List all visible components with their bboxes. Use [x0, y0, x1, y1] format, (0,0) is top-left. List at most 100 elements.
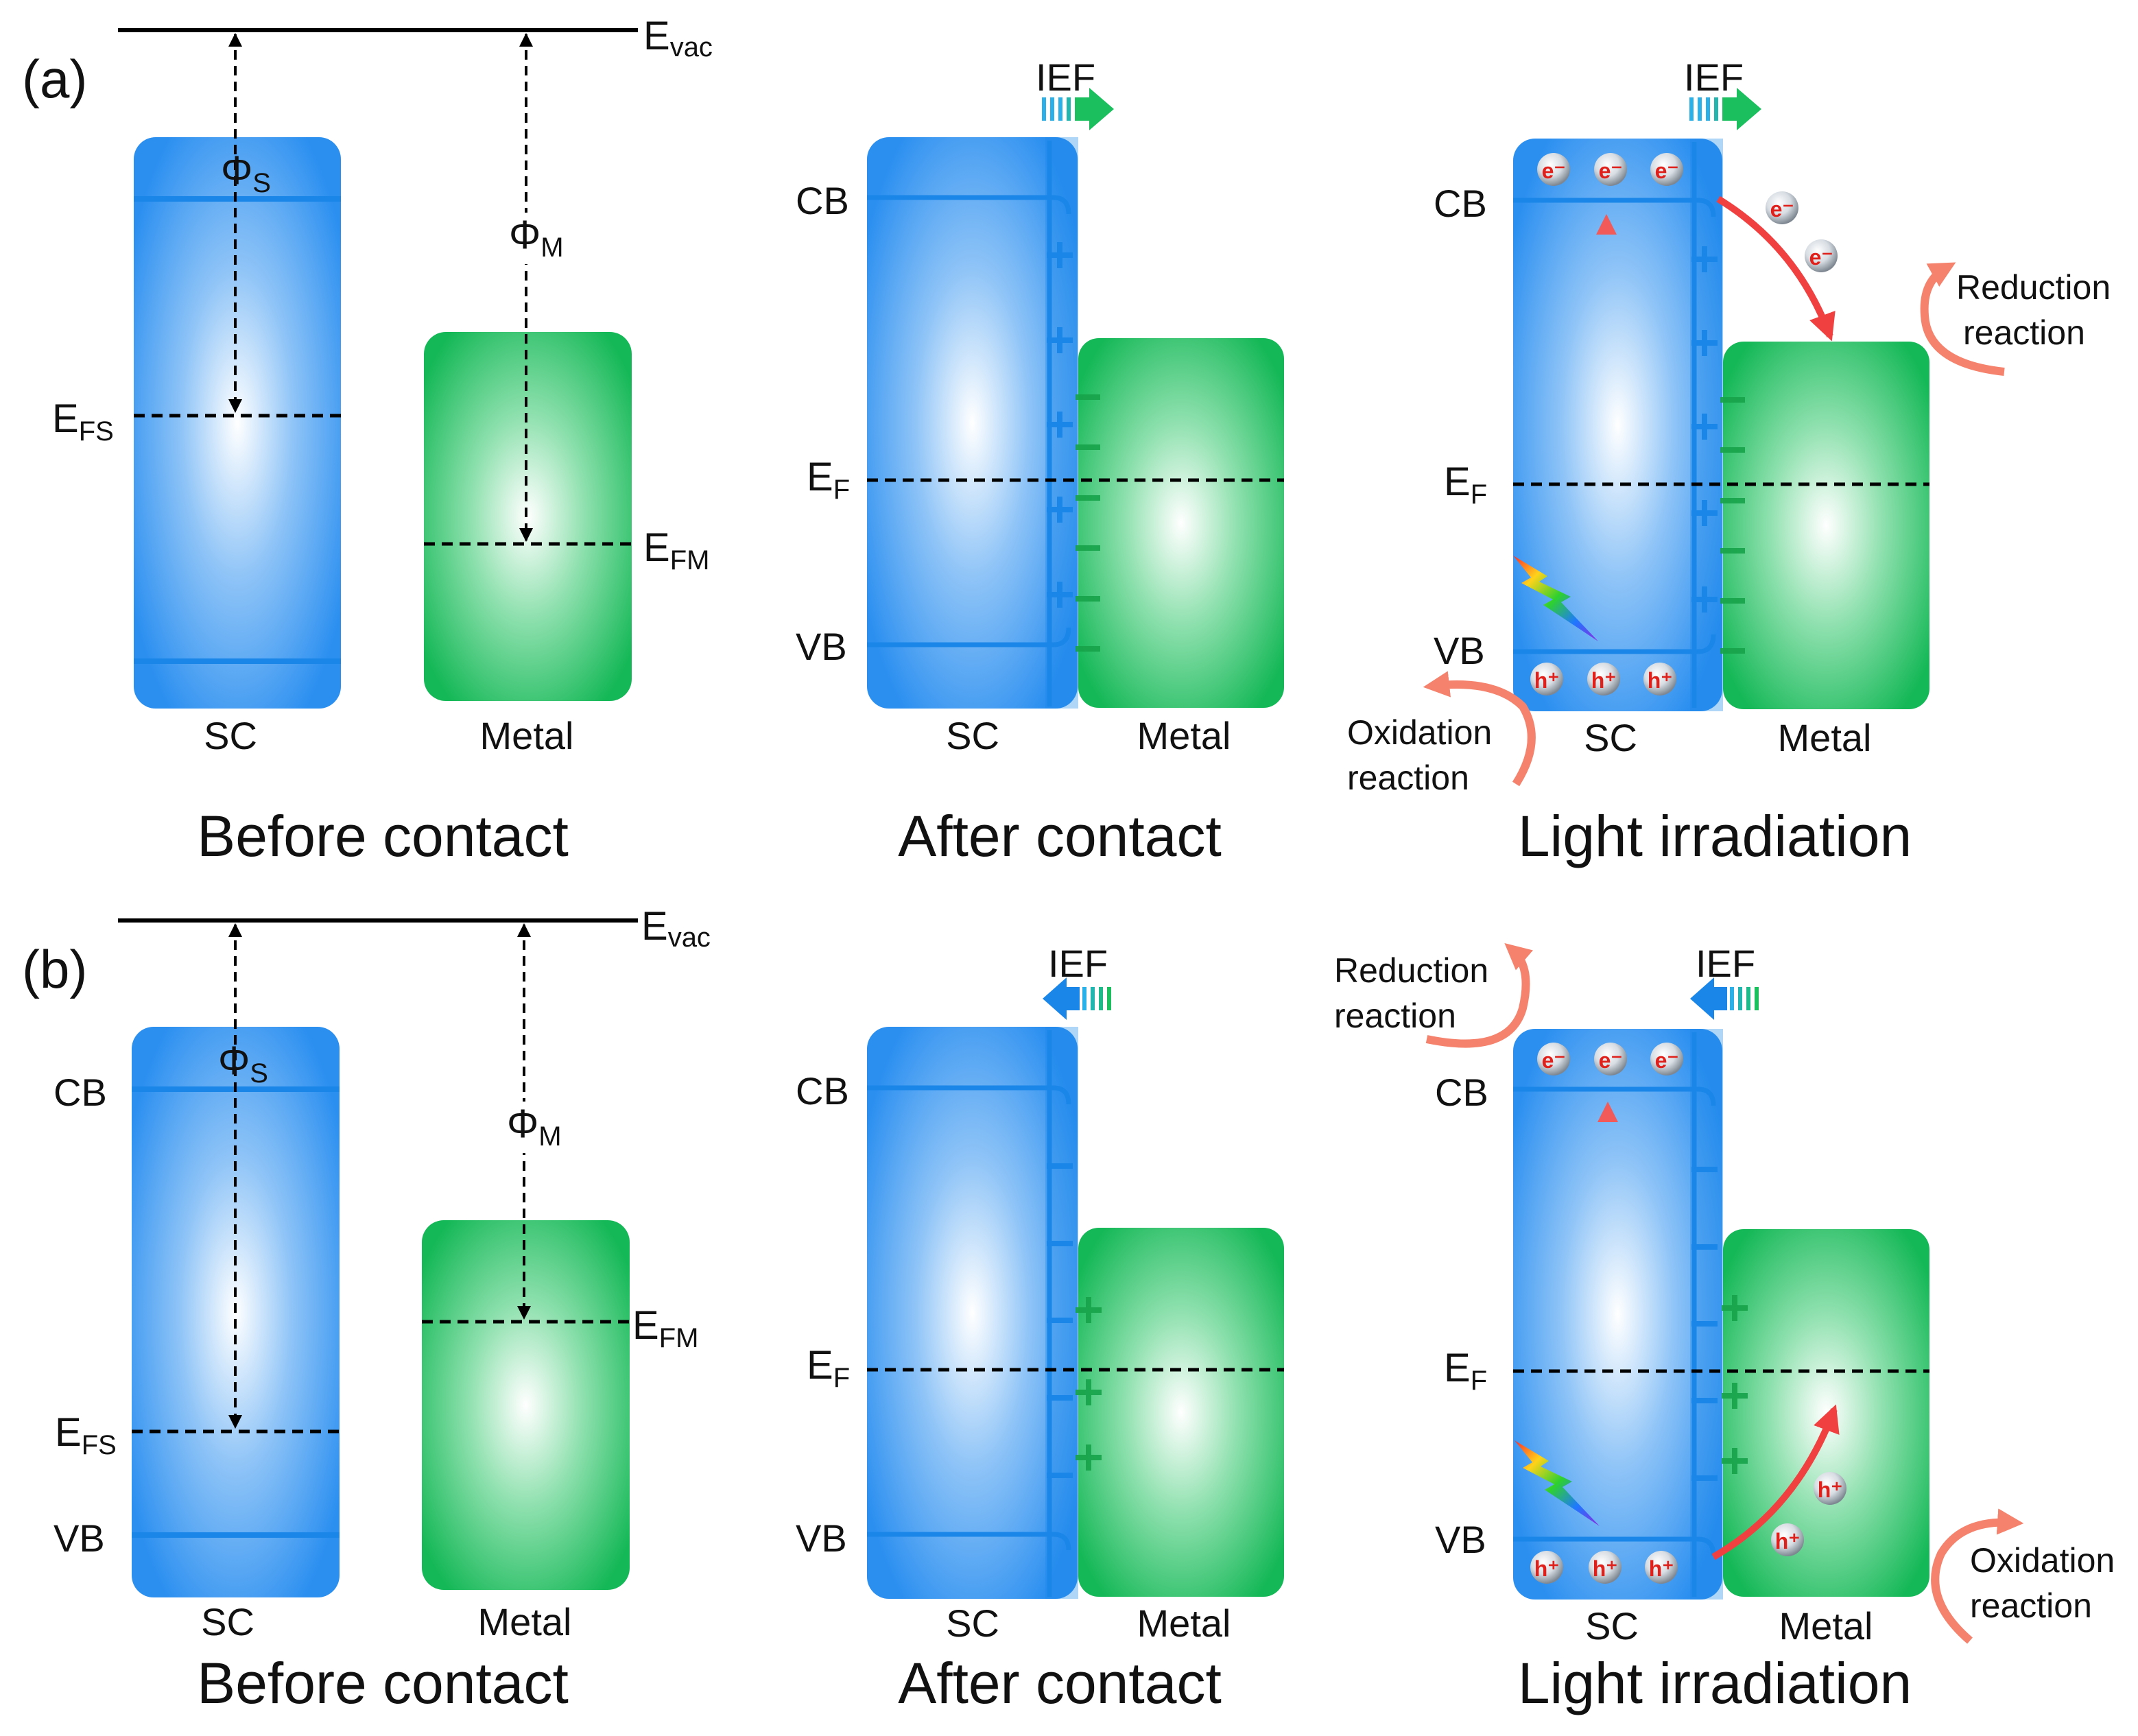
metal-work-function-label: ΦM: [507, 1102, 562, 1152]
hole-particle: h⁺: [1814, 1472, 1846, 1505]
electron-particle: e⁻: [1537, 1043, 1570, 1075]
hole-transfer-arrow: [1711, 1404, 1840, 1560]
semiconductor-fermi-label: EFS: [55, 1410, 117, 1460]
hole-particle: h⁺: [1643, 663, 1676, 695]
negative-charges: [1720, 397, 1745, 654]
vb-label: VB: [1434, 629, 1485, 672]
cb-label: CB: [796, 1069, 849, 1113]
svg-text:e⁻: e⁻: [1809, 245, 1833, 270]
conduction-band-line: [1513, 198, 1716, 217]
semiconductor-label: SC: [1584, 716, 1637, 759]
semiconductor-block: [134, 137, 341, 709]
panel-a-light-irradiation: IEF: [1347, 56, 2111, 868]
negative-charges: [1047, 1163, 1073, 1478]
hole-particle: h⁺: [1771, 1523, 1804, 1556]
light-irradiation-caption: Light irradiation: [1518, 1651, 1912, 1715]
after-contact-caption: After contact: [898, 1651, 1222, 1715]
electron-particle: e⁻: [1537, 153, 1570, 186]
panel-b-before-contact: Evac ΦS ΦM CB VB EFS EFM SC Metal Before…: [54, 904, 711, 1715]
metal-block: [1078, 338, 1284, 708]
cb-label: CB: [796, 179, 849, 222]
fermi-level-label: EF: [807, 1343, 850, 1393]
electron-particle: e⁻: [1650, 153, 1683, 186]
cb-label: CB: [54, 1071, 107, 1114]
conduction-band-line: [867, 195, 1071, 215]
metal-block: [1723, 1229, 1929, 1597]
svg-text:h⁺: h⁺: [1593, 1556, 1617, 1581]
lightning-bolt-icon: [1515, 1440, 1600, 1526]
ief-arrow-right: IEF: [1036, 56, 1114, 130]
vb-label: VB: [796, 1517, 847, 1560]
after-contact-caption: After contact: [898, 804, 1222, 868]
vacuum-level-label: Evac: [643, 14, 713, 62]
vacuum-level-label: Evac: [641, 904, 711, 953]
svg-text:h⁺: h⁺: [1534, 668, 1559, 693]
hole-particle: h⁺: [1530, 1551, 1563, 1584]
oxidation-reaction-arrow: [1423, 671, 1536, 787]
svg-text:h⁺: h⁺: [1534, 1556, 1559, 1581]
valence-band-line: [1513, 634, 1716, 654]
metal-block: [1078, 1228, 1284, 1597]
fermi-level-label: EF: [1444, 1346, 1487, 1396]
metal-label: Metal: [1137, 1602, 1231, 1645]
svg-text:e⁻: e⁻: [1542, 1048, 1566, 1073]
metal-fermi-label: EFM: [632, 1303, 698, 1353]
semiconductor-fermi-label: EFS: [52, 396, 114, 447]
metal-label: Metal: [1137, 714, 1231, 757]
fermi-level-label: EF: [1444, 460, 1487, 510]
svg-text:h⁺: h⁺: [1591, 668, 1616, 693]
metal-label: Metal: [478, 1600, 572, 1643]
hole-particle: h⁺: [1645, 1551, 1678, 1584]
svg-text:h⁺: h⁺: [1649, 1556, 1674, 1581]
fermi-level-label: EF: [807, 455, 850, 505]
conduction-band-line: [867, 1085, 1071, 1105]
semiconductor-label: SC: [946, 1602, 999, 1645]
electron-particle: e⁻: [1594, 1043, 1627, 1075]
semiconductor-block: [1513, 139, 1722, 711]
semiconductor-block: [867, 137, 1078, 709]
electron-particle: e⁻: [1650, 1043, 1683, 1075]
before-contact-caption: Before contact: [197, 1651, 569, 1715]
panel-a: (a) Evac ΦS ΦM EFS EFM SC Metal Before c…: [22, 14, 2111, 868]
electron-particle: e⁻: [1805, 239, 1838, 272]
reduction-reaction-arrow: [1425, 942, 1533, 1048]
hole-particle: h⁺: [1530, 663, 1563, 695]
reduction-reaction-arrow: [1920, 262, 2005, 376]
panel-a-tag: (a): [22, 49, 87, 109]
vb-label: VB: [54, 1517, 105, 1560]
positive-charges: [1076, 1297, 1102, 1471]
ief-arrow-left: IEF: [1690, 942, 1759, 1020]
valence-band-line: [867, 1532, 1071, 1551]
panel-b-tag: (b): [22, 939, 87, 999]
panel-a-after-contact: IEF: [796, 56, 1284, 868]
positive-charges: [1722, 1295, 1748, 1474]
electron-transfer-arrow: [1716, 195, 1836, 342]
svg-text:h⁺: h⁺: [1648, 668, 1672, 693]
sc-work-function-label: ΦS: [218, 1038, 268, 1089]
svg-text:IEF: IEF: [1048, 942, 1108, 985]
before-contact-caption: Before contact: [197, 804, 569, 868]
svg-text:e⁻: e⁻: [1655, 158, 1679, 183]
panel-a-before-contact: Evac ΦS ΦM EFS EFM SC Metal Before conta…: [52, 14, 713, 868]
light-irradiation-caption: Light irradiation: [1518, 804, 1912, 868]
svg-text:h⁺: h⁺: [1818, 1477, 1842, 1502]
metal-label: Metal: [480, 714, 574, 757]
ief-arrow-right: IEF: [1684, 56, 1761, 130]
electron-particle: e⁻: [1594, 153, 1627, 186]
semiconductor-label: SC: [201, 1600, 254, 1643]
metal-block: [422, 1220, 630, 1590]
ief-arrow-left: IEF: [1043, 942, 1111, 1020]
cb-label: CB: [1435, 1071, 1488, 1114]
positive-charges: [1047, 242, 1073, 608]
lightning-bolt-icon: [1513, 556, 1598, 641]
semiconductor-label: SC: [1585, 1604, 1639, 1648]
svg-text:e⁻: e⁻: [1599, 1048, 1623, 1073]
semiconductor-label: SC: [946, 714, 999, 757]
svg-text:e⁻: e⁻: [1542, 158, 1566, 183]
panel-b-light-irradiation: IEF: [1334, 942, 2115, 1715]
metal-block: [424, 332, 632, 701]
